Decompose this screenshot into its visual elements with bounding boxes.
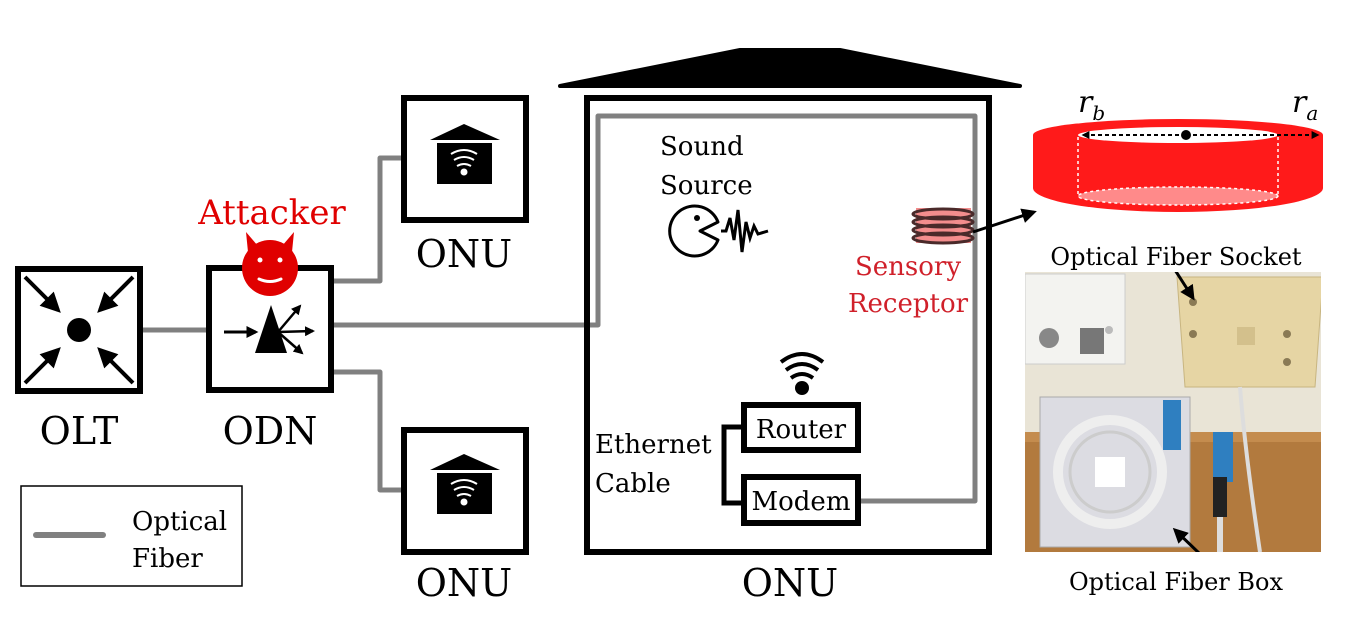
optical-fiber-lines <box>142 113 978 504</box>
home-wifi-icon <box>430 124 500 184</box>
onu-top-node: ONU <box>401 95 529 276</box>
sound-source-label-1: Sound <box>660 132 744 162</box>
house-roof <box>558 48 1022 88</box>
radius-a-label: ra <box>1292 85 1318 125</box>
fiber-odn-house <box>333 113 978 504</box>
olt-label: OLT <box>40 409 119 453</box>
ring-receptor-illustration: rb ra <box>1033 85 1323 212</box>
fiber-odn-onu-bottom <box>333 369 403 493</box>
router-label: Router <box>756 415 847 445</box>
sensory-receptor-coil-icon <box>911 207 975 245</box>
ethernet-label-2: Cable <box>595 469 671 499</box>
house-onu: ONU Sound Source Sensory Receptor Router… <box>558 48 1037 605</box>
olt-node: OLT <box>15 266 143 453</box>
sensory-receptor-label-2: Receptor <box>848 289 969 319</box>
onu-house-label: ONU <box>742 561 838 605</box>
receptor-callout-arrow <box>972 208 1037 234</box>
attacker-label: Attacker <box>197 193 346 233</box>
modem-label: Modem <box>752 487 851 517</box>
wifi-broadcast-icon <box>779 352 825 395</box>
onu-top-label: ONU <box>416 232 512 276</box>
sound-source-label-2: Source <box>660 171 753 201</box>
fiber-installation-photo <box>1025 272 1321 552</box>
photo-callouts <box>1172 272 1201 552</box>
attacker: Attacker <box>197 193 347 296</box>
legend-label-1: Optical <box>132 507 227 537</box>
fiber-odn-onu-top <box>333 155 403 284</box>
radius-b-label: rb <box>1078 85 1105 125</box>
olt-center-dot-icon <box>67 318 91 342</box>
modem-box <box>741 474 861 526</box>
devil-face-icon <box>242 232 298 296</box>
optical-fiber-socket-label: Optical Fiber Socket <box>1050 243 1301 271</box>
home-wifi-icon <box>430 454 500 514</box>
ethernet-label-1: Ethernet <box>595 430 712 460</box>
odn-label: ODN <box>223 409 318 453</box>
legend: Optical Fiber <box>20 485 243 587</box>
wall-plate <box>1025 273 1126 365</box>
splitter-icon <box>224 304 315 355</box>
ethernet-cable <box>721 424 744 506</box>
optical-fiber-box-label: Optical Fiber Box <box>1069 568 1283 596</box>
sensory-receptor-label-1: Sensory <box>855 252 961 282</box>
onu-bottom-label: ONU <box>416 561 512 605</box>
onu-bottom-node: ONU <box>401 427 529 605</box>
socket-callout-arrow <box>1174 272 1195 301</box>
sound-source-icon <box>668 204 769 258</box>
box-callout-arrow <box>1172 527 1201 552</box>
converge-arrows-icon <box>23 275 135 385</box>
legend-label-2: Fiber <box>132 544 203 574</box>
